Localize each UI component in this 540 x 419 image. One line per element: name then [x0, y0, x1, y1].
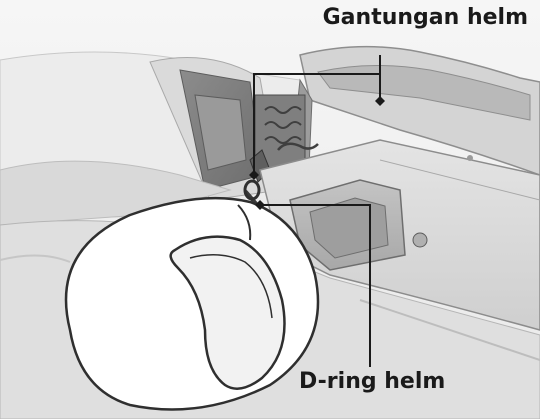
- callout-helmet-hook: Gantungan helm: [323, 7, 528, 29]
- callout-helmet-d-ring: D-ring helm: [299, 371, 445, 393]
